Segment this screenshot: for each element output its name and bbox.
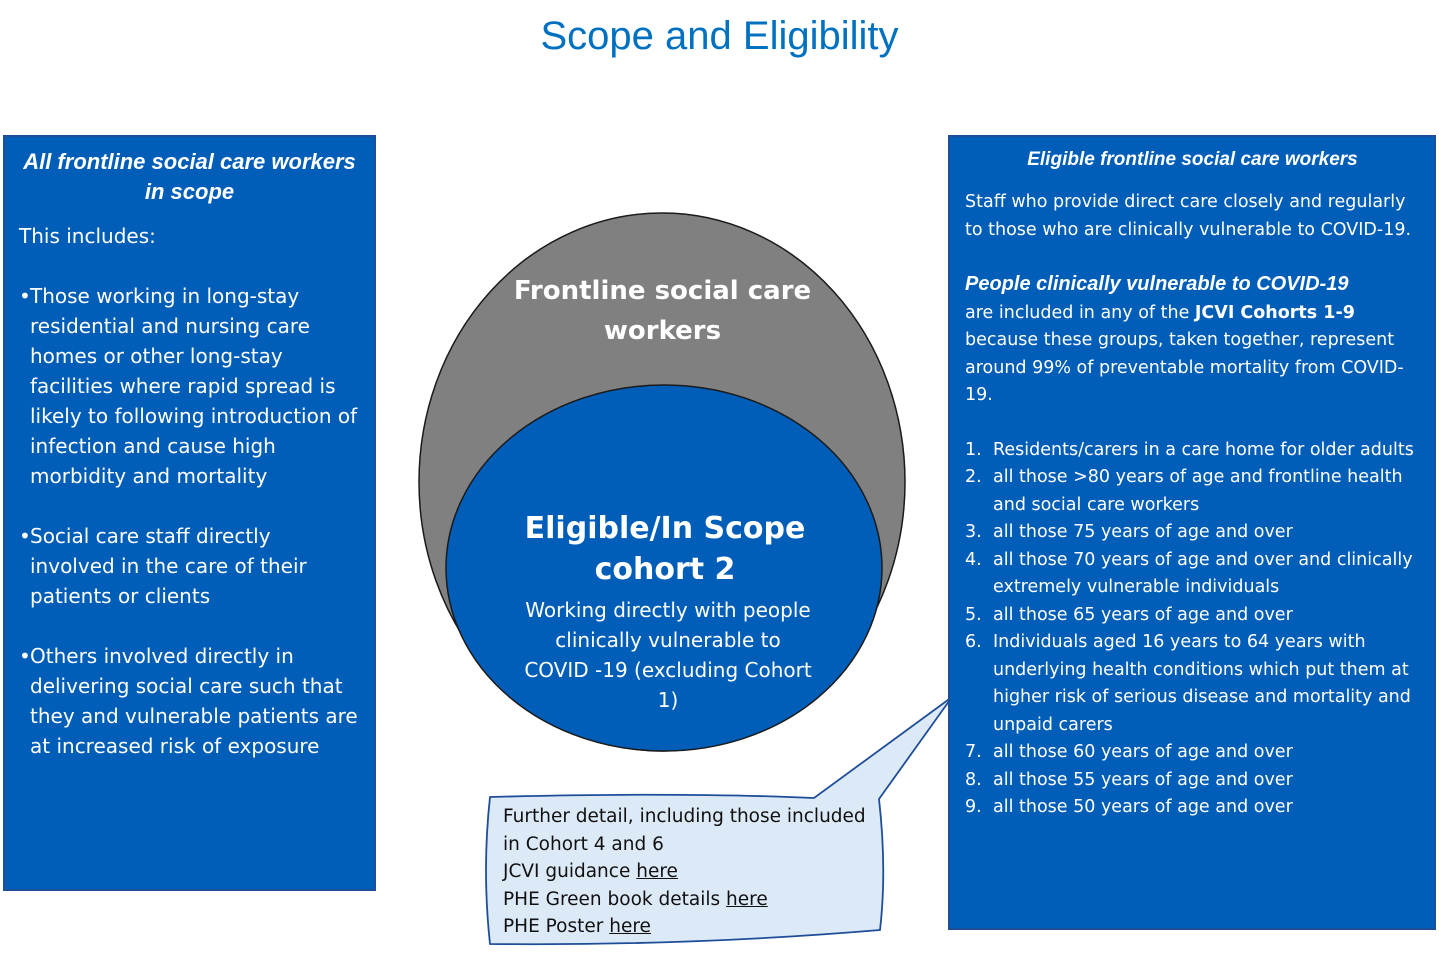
cohort-text: all those 65 years of age and over: [993, 604, 1293, 625]
cohort-number: 3.: [965, 522, 982, 542]
cohort-list: 1. Residents/carers in a care home for ol…: [965, 437, 1420, 822]
jcvi-guidance-link[interactable]: here: [636, 861, 678, 882]
cohort-number: 1.: [965, 439, 982, 460]
cohort-number: 6.: [965, 632, 982, 652]
bullet-icon: •: [19, 644, 31, 668]
cohort-item: 4. all those 70 years of age and over and…: [965, 547, 1420, 602]
cohort-text: all those 55 years of age and over: [993, 769, 1293, 790]
cohort-text: all those >80 years of age and frontline…: [993, 467, 1403, 515]
callout-bubble: [485, 696, 953, 946]
vulnerable-text-1: are included in any of the: [965, 302, 1190, 323]
green-book-link[interactable]: here: [726, 888, 768, 910]
inner-ellipse: [445, 384, 883, 752]
cohort-item: 2. all those >80 years of age and frontli…: [965, 464, 1420, 519]
cohort-text: all those 75 years of age and over: [993, 522, 1293, 542]
page-title: Scope and Eligibility: [540, 14, 899, 58]
cohort-text: all those 50 years of age and over: [993, 797, 1293, 817]
cohort-number: 4.: [965, 549, 982, 570]
phe-poster-label: PHE Poster: [503, 916, 604, 937]
jcvi-guidance-line: JCVI guidance here: [503, 858, 873, 886]
eligible-cohort-description: Working directly with people clinically …: [524, 598, 812, 712]
cohort-number: 5.: [965, 604, 982, 625]
cohort-number: 8.: [965, 769, 982, 790]
jcvi-guidance-label: JCVI guidance: [503, 861, 631, 882]
green-book-label: PHE Green book details: [503, 888, 721, 910]
right-panel-intro: Staff who provide direct care closely an…: [965, 192, 1412, 240]
bullet-icon: •: [19, 524, 31, 548]
cohort-item: 1. Residents/carers in a care home for ol…: [965, 437, 1420, 465]
phe-poster-line: PHE Poster here: [503, 913, 873, 941]
cohort-item: 5. all those 65 years of age and over: [965, 602, 1420, 630]
cohort-item: 9. all those 50 years of age and over: [965, 794, 1420, 822]
green-book-line: PHE Green book details here: [503, 886, 873, 914]
jcvi-cohorts-label: JCVI Cohorts 1-9: [1194, 302, 1355, 323]
left-panel-intro: This includes:: [19, 224, 156, 248]
callout-text: Further detail, including those included…: [503, 803, 873, 941]
cohort-number: 7.: [965, 742, 982, 762]
cohort-text: Residents/carers in a care home for olde…: [993, 439, 1414, 460]
cohort-item: 3. all those 75 years of age and over: [965, 519, 1420, 547]
cohort-item: 7. all those 60 years of age and over: [965, 739, 1420, 767]
phe-poster-link[interactable]: here: [609, 916, 651, 937]
vulnerable-text-2: because these groups, taken together, re…: [965, 330, 1404, 405]
left-scope-panel: All frontline social care workers in sco…: [3, 135, 376, 891]
right-panel-heading: Eligible frontline social care workers: [1027, 149, 1358, 170]
scope-bullet-list: •Those working in long-stay residential …: [19, 281, 360, 761]
left-panel-heading: All frontline social care workers in sco…: [23, 149, 356, 204]
vulnerable-section: People clinically vulnerable to COVID-19…: [965, 271, 1420, 410]
cohort-item: 8. all those 55 years of age and over: [965, 767, 1420, 795]
right-eligibility-panel: Eligible frontline social care workers S…: [948, 135, 1436, 930]
bullet-icon: •: [19, 284, 31, 308]
cohort-text: Individuals aged 16 years to 64 years wi…: [993, 632, 1411, 735]
vulnerable-heading: People clinically vulnerable to COVID-19: [965, 273, 1349, 295]
list-item: •Those working in long-stay residential …: [19, 281, 360, 491]
eligible-cohort-title: Eligible/In Scope cohort 2: [524, 511, 806, 587]
cohort-number: 2.: [965, 467, 982, 487]
frontline-workers-label: Frontline social care workers: [513, 276, 812, 346]
list-item: •Social care staff directly involved in …: [19, 521, 360, 611]
cohort-text: all those 70 years of age and over and c…: [993, 549, 1413, 598]
cohort-item: 6. Individuals aged 16 years to 64 years …: [965, 629, 1420, 739]
list-item: •Others involved directly in delivering …: [19, 641, 360, 761]
callout-intro: Further detail, including those included…: [503, 806, 866, 855]
cohort-text: all those 60 years of age and over: [993, 742, 1293, 762]
cohort-number: 9.: [965, 797, 982, 817]
